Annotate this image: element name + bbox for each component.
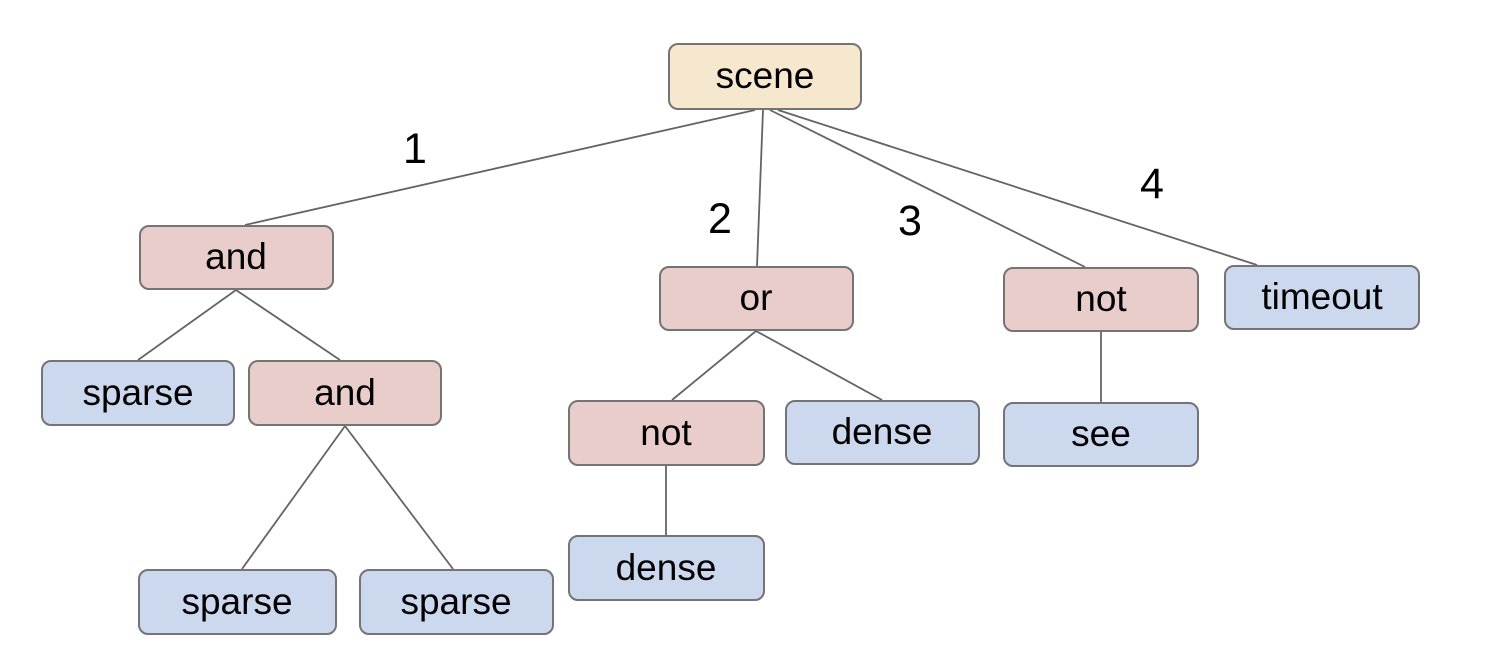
- edge-scene-to-not-1: [769, 109, 1086, 268]
- node-sparse-2: sparse: [137, 569, 337, 635]
- node-label-timeout-1: timeout: [1261, 276, 1383, 317]
- node-label-sparse-2: sparse: [181, 580, 293, 622]
- node-label-and-1: and: [205, 236, 267, 277]
- edge-and-2-to-sparse-3: [344, 425, 454, 570]
- node-label-dense-2: dense: [615, 546, 717, 588]
- edge-label-1: 1: [403, 125, 427, 173]
- node-not-2: not: [567, 400, 765, 466]
- edge-scene-to-timeout-1: [777, 109, 1258, 266]
- node-or-1: or: [658, 266, 854, 331]
- node-sparse-3: sparse: [358, 569, 554, 635]
- edge-label-4: 4: [1140, 160, 1164, 208]
- edge-scene-to-and-1: [244, 109, 756, 226]
- node-label-sparse-3: sparse: [400, 580, 512, 622]
- edge-and-2-to-sparse-2: [241, 425, 346, 570]
- node-see-1: see: [1003, 402, 1199, 467]
- edge-label-2: 2: [708, 195, 732, 243]
- node-dense-2: dense: [567, 535, 765, 601]
- node-label-scene: scene: [715, 55, 815, 96]
- node-dense-1: dense: [784, 400, 980, 465]
- node-scene: scene: [668, 43, 862, 110]
- edge-and-1-to-and-2: [235, 289, 341, 361]
- edge-scene-to-or-1: [756, 109, 764, 267]
- node-timeout-1: timeout: [1224, 265, 1420, 330]
- edge-or-1-to-not-2: [671, 330, 757, 401]
- node-and-1: and: [138, 225, 334, 290]
- node-label-not-2: not: [640, 411, 692, 453]
- node-sparse-1: sparse: [41, 360, 235, 426]
- node-label-sparse-1: sparse: [82, 371, 194, 413]
- edge-and-1-to-sparse-1: [137, 289, 237, 361]
- node-and-2: and: [248, 360, 442, 426]
- edge-label-3: 3: [898, 197, 922, 245]
- node-label-dense-1: dense: [831, 411, 933, 452]
- node-label-and-2: and: [314, 371, 376, 413]
- edge-or-1-to-dense-1: [755, 330, 883, 401]
- node-label-or-1: or: [739, 277, 773, 318]
- node-not-1: not: [1003, 267, 1199, 332]
- node-label-see-1: see: [1071, 413, 1131, 454]
- node-label-not-1: not: [1075, 278, 1127, 319]
